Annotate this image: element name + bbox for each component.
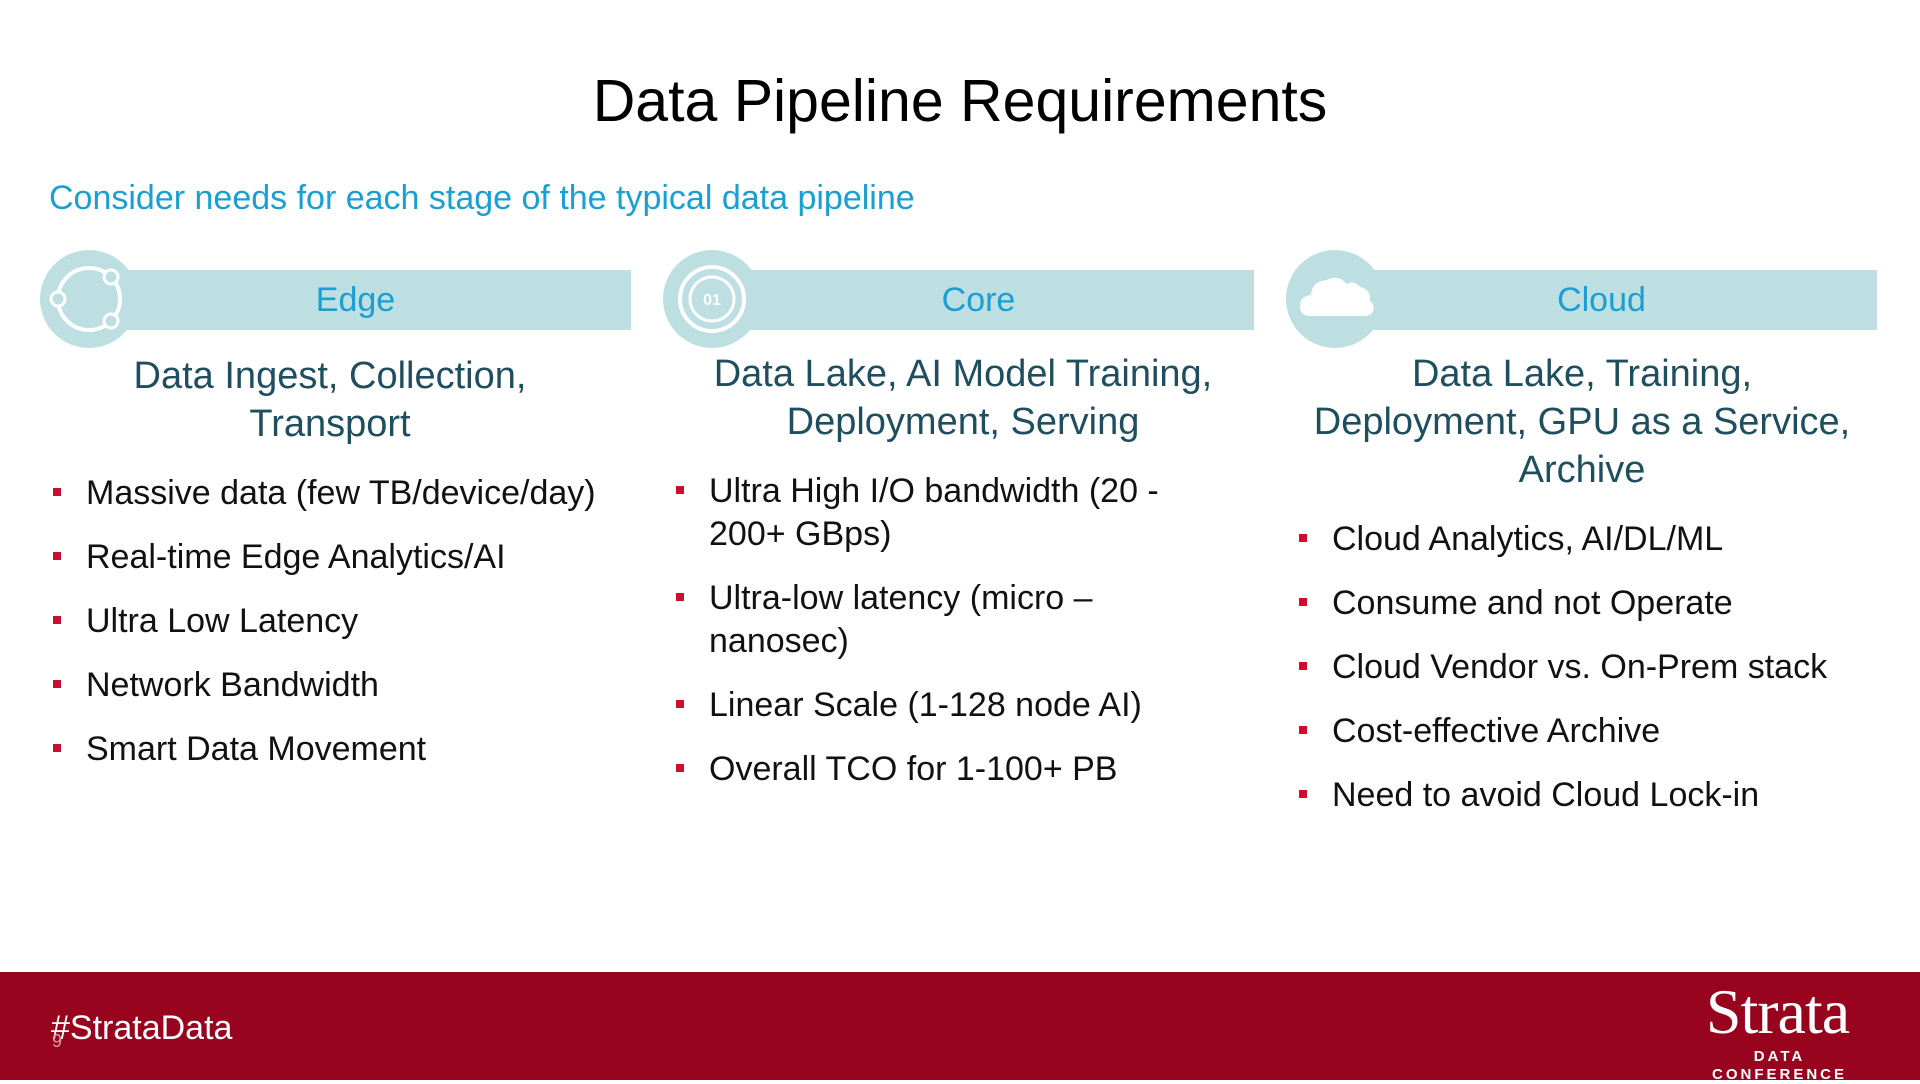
edge-label: Edge: [315, 281, 396, 319]
list-item: Smart Data Movement: [40, 728, 630, 771]
cloud-heading: Data Lake, Training, Deployment, GPU as …: [1282, 350, 1882, 494]
bullet-marker: [676, 486, 684, 494]
slide-title: Data Pipeline Requirements: [592, 68, 1328, 134]
cloud-heading-line-3: Archive: [1518, 449, 1646, 491]
bullet-text: Cloud Analytics, AI/DL/ML: [1332, 520, 1724, 558]
edge-heading-line-1: Data Ingest, Collection,: [133, 355, 527, 397]
list-item: Ultra Low Latency: [40, 600, 630, 643]
bullet-marker: [1299, 534, 1307, 542]
edge-heading: Data Ingest, Collection, Transport: [30, 352, 630, 448]
cloud-heading-line-2: Deployment, GPU as a Service,: [1313, 401, 1851, 443]
cloud-label: Cloud: [1557, 281, 1646, 319]
list-item: Real-time Edge Analytics/AI: [40, 536, 630, 579]
list-item: Ultra-low latency (micro – nanosec): [663, 577, 1253, 663]
list-item: Ultra High I/O bandwidth (20 - 200+ GBps): [663, 470, 1253, 556]
bullet-text: Network Bandwidth: [86, 666, 379, 704]
bullet-marker: [676, 764, 684, 772]
bullet-marker: [53, 552, 61, 560]
bullet-marker: [1299, 662, 1307, 670]
bullet-text: Real-time Edge Analytics/AI: [86, 538, 506, 576]
core-heading: Data Lake, AI Model Training, Deployment…: [663, 350, 1263, 446]
list-item: Need to avoid Cloud Lock-in: [1286, 774, 1876, 817]
list-item: Cost-effective Archive: [1286, 710, 1876, 753]
bullet-marker: [1299, 598, 1307, 606]
edge-bullet-list: Massive data (few TB/device/day) Real-ti…: [40, 472, 630, 792]
core-heading-line-2: Deployment, Serving: [786, 401, 1140, 443]
list-item: Linear Scale (1-128 node AI): [663, 684, 1253, 727]
bullet-marker: [676, 593, 684, 601]
edge-heading-line-2: Transport: [249, 403, 411, 445]
cloud-header-band: [1326, 270, 1877, 330]
bullet-text-line-1: Ultra High I/O bandwidth (20 -: [709, 472, 1159, 510]
svg-text:01: 01: [703, 292, 721, 309]
bullet-text: Cloud Vendor vs. On-Prem stack: [1332, 648, 1828, 686]
bullet-marker: [1299, 726, 1307, 734]
bullet-text: Smart Data Movement: [86, 730, 427, 768]
core-header-band: [703, 270, 1254, 330]
bullet-marker: [53, 488, 61, 496]
slide-number: 9: [52, 1031, 63, 1051]
list-item: Overall TCO for 1-100+ PB: [663, 748, 1253, 791]
bullet-marker: [676, 700, 684, 708]
core-label: Core: [941, 281, 1016, 319]
bullet-marker: [53, 744, 61, 752]
bullet-text-line-1: Ultra-low latency (micro –: [709, 579, 1093, 617]
cloud-bullet-list: Cloud Analytics, AI/DL/ML Consume and no…: [1286, 518, 1876, 838]
cloud-heading-line-1: Data Lake, Training,: [1411, 353, 1753, 395]
bullet-text: Need to avoid Cloud Lock-in: [1332, 776, 1760, 814]
core-bullet-list: Ultra High I/O bandwidth (20 - 200+ GBps)…: [663, 470, 1253, 812]
edge-header-band: [80, 270, 631, 330]
bullet-text: Cost-effective Archive: [1332, 712, 1661, 750]
list-item: Cloud Vendor vs. On-Prem stack: [1286, 646, 1876, 689]
bullet-text: Overall TCO for 1-100+ PB: [709, 750, 1118, 788]
bullet-marker: [53, 616, 61, 624]
bullet-text: Consume and not Operate: [1332, 584, 1733, 622]
core-heading-line-1: Data Lake, AI Model Training,: [713, 353, 1213, 395]
core-column: 01 Core Data Lake, AI Model Training, De…: [663, 250, 1263, 850]
circular-nodes-icon: [40, 250, 138, 348]
footer-bar: [0, 972, 1920, 1080]
bullet-text: Linear Scale (1-128 node AI): [709, 686, 1142, 724]
list-item: Consume and not Operate: [1286, 582, 1876, 625]
hashtag: #StrataData: [51, 1009, 233, 1047]
strata-logo-tagline: DATA CONFERENCE: [1711, 1048, 1847, 1083]
bullet-text: Massive data (few TB/device/day): [86, 474, 596, 512]
list-item: Massive data (few TB/device/day): [40, 472, 630, 515]
bullet-text-line-2: nanosec): [709, 622, 849, 660]
bullet-text: Ultra Low Latency: [86, 602, 359, 640]
cloud-column: Cloud Data Lake, Training, Deployment, G…: [1286, 250, 1886, 850]
edge-column: Edge Data Ingest, Collection, Transport …: [40, 250, 640, 850]
bullet-marker: [1299, 790, 1307, 798]
binary-disc-icon: 01: [663, 250, 761, 348]
bullet-marker: [53, 680, 61, 688]
list-item: Cloud Analytics, AI/DL/ML: [1286, 518, 1876, 561]
bullet-text-line-2: 200+ GBps): [709, 515, 892, 553]
list-item: Network Bandwidth: [40, 664, 630, 707]
strata-logo-text: Strata: [1705, 976, 1850, 1047]
slide-subtitle: Consider needs for each stage of the typ…: [49, 179, 915, 217]
cloud-icon: [1286, 250, 1384, 348]
